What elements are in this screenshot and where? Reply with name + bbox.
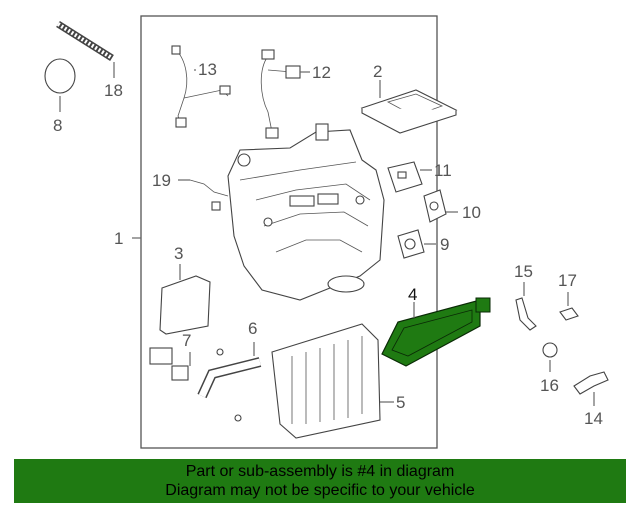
part-11-actuator[interactable] bbox=[387, 161, 423, 193]
callout-17[interactable]: 17 bbox=[558, 271, 577, 290]
part-17-clip[interactable] bbox=[559, 307, 579, 321]
part-18-hose[interactable] bbox=[56, 21, 114, 61]
callout-13[interactable]: 13 bbox=[198, 60, 217, 79]
callout-16[interactable]: 16 bbox=[540, 376, 559, 395]
callout-8[interactable]: 8 bbox=[53, 116, 62, 135]
callout-2[interactable]: 2 bbox=[373, 62, 382, 81]
callout-15[interactable]: 15 bbox=[514, 262, 533, 281]
callout-5[interactable]: 5 bbox=[396, 393, 405, 412]
part-8-ring[interactable] bbox=[44, 58, 76, 94]
callout-19[interactable]: 19 bbox=[152, 171, 171, 190]
callout-14[interactable]: 14 bbox=[584, 409, 603, 428]
part-4-heater-core[interactable] bbox=[381, 297, 491, 367]
callout-4[interactable]: 4 bbox=[408, 285, 417, 304]
fitment-banner: Part or sub-assembly is #4 in diagram Di… bbox=[14, 459, 626, 503]
callout-12[interactable]: 12 bbox=[312, 63, 331, 82]
part-2-filter[interactable] bbox=[360, 89, 458, 134]
part-7-valve[interactable] bbox=[149, 347, 189, 381]
part-15-clip[interactable] bbox=[515, 297, 537, 331]
part-12-harness[interactable] bbox=[260, 49, 301, 139]
part-19-sensor[interactable] bbox=[189, 179, 229, 211]
part-13-harness[interactable] bbox=[171, 45, 231, 128]
part-6-pipe[interactable] bbox=[197, 348, 262, 422]
callout-9[interactable]: 9 bbox=[440, 235, 449, 254]
banner-line-1: Part or sub-assembly is #4 in diagram bbox=[185, 463, 455, 480]
heater-case[interactable] bbox=[227, 123, 385, 301]
part-10-actuator[interactable] bbox=[423, 189, 447, 223]
callout-6[interactable]: 6 bbox=[248, 319, 257, 338]
part-16-grommet[interactable] bbox=[542, 342, 558, 358]
callout-11[interactable]: 11 bbox=[434, 161, 452, 180]
assembly-frame bbox=[140, 15, 438, 449]
callout-3[interactable]: 3 bbox=[174, 244, 183, 263]
part-9-motor[interactable] bbox=[397, 229, 425, 259]
callout-10[interactable]: 10 bbox=[462, 203, 481, 222]
callout-1[interactable]: 1 bbox=[114, 229, 123, 248]
callout-7[interactable]: 7 bbox=[182, 331, 191, 350]
banner-line-2: Diagram may not be specific to your vehi… bbox=[165, 482, 475, 499]
part-3-gasket[interactable] bbox=[159, 275, 211, 335]
parts-diagram: 1 18 8 13 12 2 bbox=[44, 15, 609, 449]
callout-18[interactable]: 18 bbox=[104, 81, 123, 100]
part-14-hose[interactable] bbox=[573, 371, 609, 395]
part-5-evaporator[interactable] bbox=[271, 323, 381, 439]
